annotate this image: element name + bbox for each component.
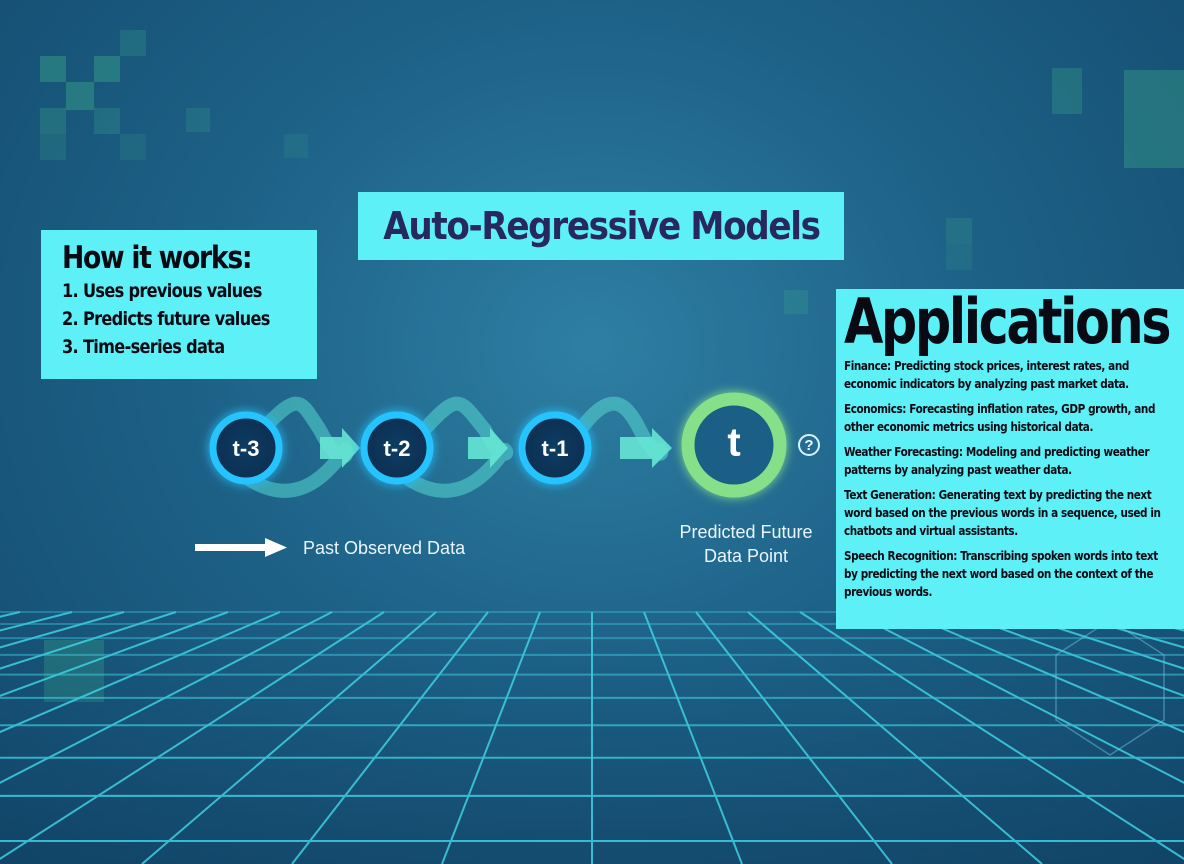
grid-line-radial [0,611,281,734]
application-economics: Economics: Forecasting inflation rates, … [844,401,1156,434]
grid-line-radial [141,611,437,864]
grid-line-radial [291,611,489,864]
grid-line-radial [1007,611,1184,670]
node-t-1 [518,411,592,485]
application-weather: Weather Forecasting: Modeling and predic… [844,444,1150,477]
application-text-generation: Text Generation: Generating text by pred… [844,487,1161,538]
how-it-works-item: 3. Time-series data [62,336,225,358]
grid-line-radial [0,611,385,861]
grid-line-radial [851,611,1184,784]
node-t-2 [360,411,434,485]
applications-heading: Applications [844,285,1171,358]
application-speech-recognition: Speech Recognition: Transcribing spoken … [844,548,1158,599]
node-label-t-2: t-2 [383,436,411,461]
flow-arrows [320,428,672,468]
flow-curves [243,396,669,498]
node-t-predicted [681,392,787,498]
application-finance: Finance: Predicting stock prices, intere… [844,358,1129,391]
grid-line-radial [903,611,1184,734]
predicted-label: Predicted Future Data Point [660,520,832,568]
grid-line-radial [955,611,1184,697]
how-it-works-item: 1. Uses previous values [62,280,262,302]
applications-box: Applications Finance: Predicting stock p… [836,285,1184,629]
how-it-works-heading: How it works: [62,240,253,276]
predicted-label-line2: Data Point [703,546,789,566]
node-label-predicted: t [727,420,741,465]
grid-line-radial [643,611,743,864]
title-box: Auto-Regressive Models [358,192,844,260]
page-title: Auto-Regressive Models [382,204,821,248]
legend-arrow-icon [195,538,287,557]
node-t-3 [209,411,283,485]
node-label-t-1: t-1 [541,436,569,461]
node-label-t-3: t-3 [232,436,260,461]
grid-line-radial [799,611,1184,861]
grid-line-radial [747,611,1043,864]
past-observed-label: Past Observed Data [303,538,466,558]
question-mark-icon: ? [798,434,820,456]
predicted-label-line1: Predicted Future [679,522,813,542]
grid-line-radial [0,611,229,697]
grid-line-radial [695,611,893,864]
grid-line-radial [441,611,541,864]
grid-line-radial [0,611,333,784]
grid-line-radial [0,611,177,670]
how-it-works-item: 2. Predicts future values [62,308,270,330]
how-it-works-box: How it works: 1. Uses previous values 2.… [41,230,317,379]
